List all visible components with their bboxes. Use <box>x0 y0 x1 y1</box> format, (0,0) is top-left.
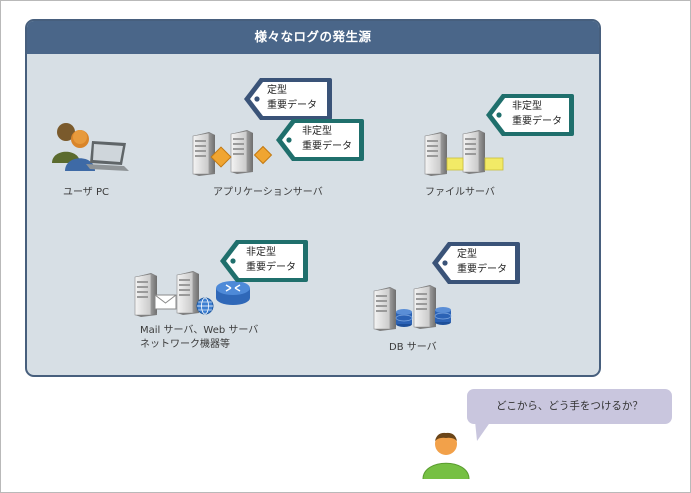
tag-line-2: 重要データ <box>457 264 507 275</box>
tag-line-1: 非定型 <box>246 247 276 258</box>
speech-bubble: どこから、どう手をつけるか？ <box>467 389 672 424</box>
tag-line-2: 重要データ <box>267 100 317 111</box>
tag-line-1: 非定型 <box>302 126 332 137</box>
app-server-icon <box>192 129 273 177</box>
tag-line-2: 重要データ <box>302 141 352 152</box>
app-server-label: アプリケーションサーバ <box>213 187 323 198</box>
file-server-icon <box>424 129 504 176</box>
person-icon <box>422 432 470 480</box>
bubble-tail-icon <box>475 421 491 441</box>
tag-shape-icon <box>432 242 520 284</box>
tag-shape-icon <box>244 78 332 120</box>
mail-web-label-2: ネットワーク機器等 <box>140 339 230 350</box>
mail-web-server-icon <box>134 270 250 318</box>
tag-app-unstructured: 非定型 重要データ <box>274 117 366 163</box>
tag-shape-icon <box>486 94 574 136</box>
tag-shape-icon <box>220 240 308 282</box>
tag-file-unstructured: 非定型 重要データ <box>484 92 576 138</box>
user-pc-label: ユーザ PC <box>63 187 109 198</box>
mail-web-label-1: Mail サーバ、Web サーバ <box>140 325 259 336</box>
tag-line-1: 非定型 <box>512 101 542 112</box>
panel-title: 様々なログの発生源 <box>27 21 599 54</box>
tag-line-1: 定型 <box>457 249 477 260</box>
db-server-label: DB サーバ <box>389 342 437 353</box>
db-server-icon <box>373 284 452 332</box>
user-pc-icon <box>52 123 129 171</box>
tag-network-unstructured: 非定型 重要データ <box>218 238 310 284</box>
file-server-label: ファイルサーバ <box>425 187 495 198</box>
tag-line-1: 定型 <box>267 85 287 96</box>
tag-app-structured: 定型 重要データ <box>242 76 334 122</box>
tag-shape-icon <box>276 119 364 161</box>
tag-db-structured: 定型 重要データ <box>430 240 522 286</box>
tag-line-2: 重要データ <box>246 262 296 273</box>
tag-line-2: 重要データ <box>512 116 562 127</box>
